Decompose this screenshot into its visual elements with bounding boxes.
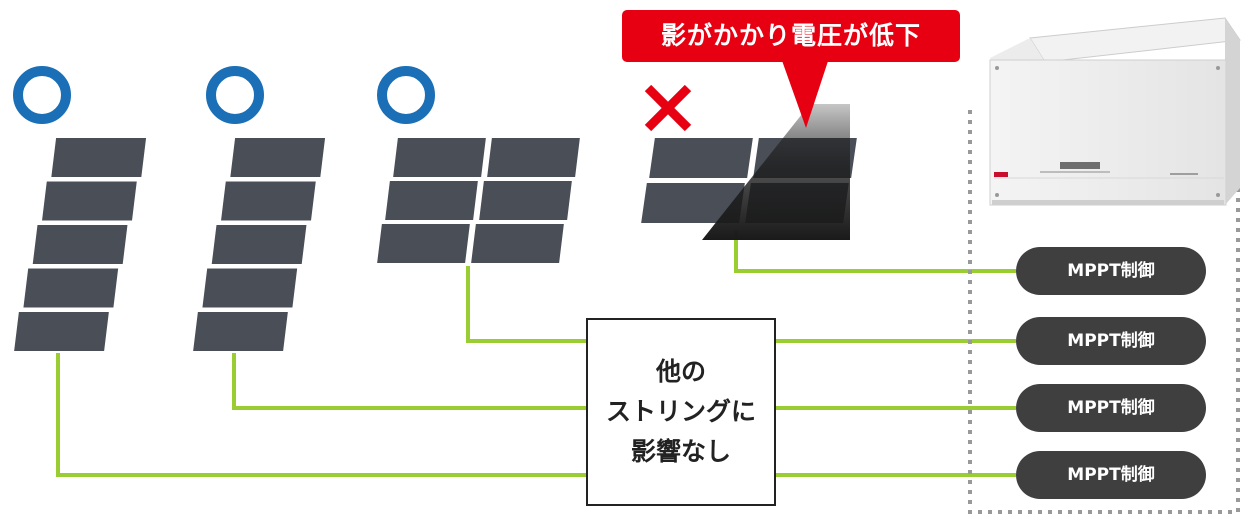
string-3-panel-5 xyxy=(374,222,473,265)
string-2-panel-3 xyxy=(209,223,309,266)
string-2-panel-2 xyxy=(218,179,319,223)
string-1-panel-4 xyxy=(21,266,121,310)
note-line-1: 他の xyxy=(655,357,706,386)
ok-circle-icon xyxy=(13,66,71,124)
string-3-panel-4 xyxy=(476,179,575,222)
ok-circle-icon xyxy=(206,66,264,124)
ok-circle-icon xyxy=(377,66,435,124)
mppt-text-2: MPPT制御 xyxy=(1067,398,1155,418)
status-marks xyxy=(13,66,692,132)
wire-string-1 xyxy=(56,352,586,477)
mppt-label-2: MPPT制御 xyxy=(1016,384,1206,432)
note-line-3: 影響なし xyxy=(630,437,731,466)
mppt-label-3: MPPT制御 xyxy=(1016,317,1206,365)
no-impact-note: 他の ストリングに 影響なし xyxy=(586,318,776,506)
string-3-panel-3 xyxy=(382,179,481,222)
power-conditioner-icon xyxy=(989,17,1241,206)
string-3-panel-1 xyxy=(390,136,489,179)
wire-string-2 xyxy=(232,352,586,410)
wire-string-3 xyxy=(466,266,586,343)
note-line-2: ストリングに xyxy=(605,397,756,426)
string-1-panel-2 xyxy=(39,179,140,223)
string-2-panel-5 xyxy=(190,310,291,353)
mppt-text-4: MPPT制御 xyxy=(1067,261,1155,281)
string-1-panel-1 xyxy=(49,136,149,179)
callout-tail xyxy=(780,55,830,128)
mppt-label-4: MPPT制御 xyxy=(1016,247,1206,295)
wire-string-4 xyxy=(734,230,1016,273)
ng-cross-icon xyxy=(644,84,692,132)
mppt-text-3: MPPT制御 xyxy=(1067,331,1155,351)
string-1-panel-5 xyxy=(11,310,112,353)
string-1-panel-3 xyxy=(30,223,130,266)
callout-text: 影がかかり電圧が低下 xyxy=(660,21,921,50)
string-wires xyxy=(56,230,1016,477)
string-3-panel-2 xyxy=(484,136,583,179)
mppt-text-1: MPPT制御 xyxy=(1067,465,1155,485)
shade-overlay xyxy=(702,104,850,240)
string-4-panel-1 xyxy=(646,136,756,180)
string-2-panel-4 xyxy=(200,266,300,310)
string-3-panel-6 xyxy=(468,222,567,265)
shade-callout: 影がかかり電圧が低下 xyxy=(622,10,960,62)
string-2-panel-1 xyxy=(228,136,328,179)
inverter-dotted-frame xyxy=(968,110,1240,514)
mppt-label-1: MPPT制御 xyxy=(1016,451,1206,499)
